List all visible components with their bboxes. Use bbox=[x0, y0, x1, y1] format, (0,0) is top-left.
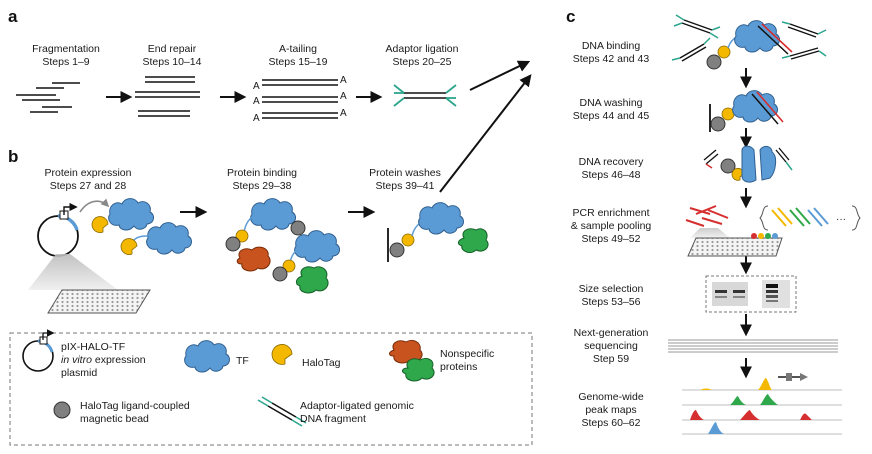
a-tailed-dna: A A A A A A bbox=[253, 75, 347, 124]
tf-protein bbox=[146, 222, 193, 255]
step-dna-washing-title: DNA washing bbox=[579, 97, 642, 109]
fragmented-dna bbox=[16, 82, 80, 113]
nonspecific-protein bbox=[295, 266, 329, 294]
step-protein-binding-title: Protein binding bbox=[227, 167, 297, 179]
magnetic-bead bbox=[290, 220, 306, 236]
step-peak-maps-line3: Steps 60–62 bbox=[582, 417, 641, 429]
step-pcr-line1: PCR enrichment bbox=[572, 207, 649, 219]
panel-label-c: c bbox=[566, 7, 575, 26]
tf-protein bbox=[250, 198, 297, 231]
legend-plasmid-line3: plasmid bbox=[61, 367, 97, 379]
tf-protein bbox=[108, 198, 155, 231]
step-pcr-line2: & sample pooling bbox=[571, 220, 652, 232]
a-overhang: A bbox=[253, 113, 260, 124]
pcr-ellipsis: ··· bbox=[836, 214, 846, 225]
step-fragmentation-title: Fragmentation bbox=[32, 43, 100, 55]
step-dna-recovery-title: DNA recovery bbox=[579, 156, 645, 168]
magnetic-bead bbox=[272, 266, 288, 282]
tf-protein bbox=[294, 230, 341, 263]
step-dna-binding-steps: Steps 42 and 43 bbox=[573, 53, 650, 65]
a-overhang: A bbox=[340, 91, 347, 102]
legend-tf-icon bbox=[184, 340, 231, 373]
legend-plasmid-line1: pIX-HALO-TF bbox=[61, 341, 125, 353]
nonspecific-protein bbox=[457, 228, 489, 253]
tf-protein bbox=[418, 202, 465, 235]
sequencing-reads bbox=[668, 339, 838, 353]
legend-nonspecific-icon-green bbox=[401, 357, 435, 382]
protein-washes-illustration bbox=[387, 202, 489, 262]
nonspecific-protein bbox=[236, 246, 271, 272]
step-dna-recovery-steps: Steps 46–48 bbox=[582, 169, 641, 181]
halotag-protein bbox=[91, 216, 109, 233]
step-protein-expression-title: Protein expression bbox=[45, 167, 132, 179]
step-a-tailing-steps: Steps 15–19 bbox=[269, 56, 328, 68]
step-peak-maps-line1: Genome-wide bbox=[578, 391, 644, 403]
panel-label-b: b bbox=[8, 147, 18, 166]
a-overhang: A bbox=[253, 96, 260, 107]
step-ngs-line1: Next-generation bbox=[574, 327, 649, 339]
legend-halotag-icon bbox=[271, 344, 293, 365]
step-peak-maps-line2: peak maps bbox=[585, 404, 636, 416]
panel-a: Fragmentation Steps 1–9 End repair Steps… bbox=[16, 43, 531, 124]
legend-adaptor-line1: Adaptor-ligated genomic bbox=[300, 400, 414, 412]
a-overhang: A bbox=[340, 108, 347, 119]
step-size-selection-steps: Steps 53–56 bbox=[582, 296, 641, 308]
legend-halotag-label: HaloTag bbox=[302, 357, 341, 369]
step-size-selection-title: Size selection bbox=[579, 283, 644, 295]
step-a-tailing-title: A-tailing bbox=[279, 43, 317, 55]
step-protein-washes-steps: Steps 39–41 bbox=[376, 180, 435, 192]
legend-tf-label: TF bbox=[236, 355, 249, 367]
halotag-protein bbox=[120, 238, 138, 255]
step-pcr-line3: Steps 49–52 bbox=[582, 233, 641, 245]
protein-binding-illustration bbox=[225, 198, 341, 294]
peak-maps bbox=[682, 373, 842, 435]
step-dna-washing-steps: Steps 44 and 45 bbox=[573, 110, 650, 122]
protein-expression-illustration bbox=[28, 198, 193, 314]
legend-adaptor-icon bbox=[257, 396, 307, 427]
legend-box bbox=[9, 332, 533, 446]
arrow-a-to-c bbox=[469, 60, 531, 91]
step-end-repair-steps: Steps 10–14 bbox=[143, 56, 202, 68]
legend-adaptor-line2: DNA fragment bbox=[300, 413, 366, 425]
panel-c: DNA binding Steps 42 and 43 DNA washing … bbox=[571, 14, 861, 435]
legend-plasmid-line2-rest: expression bbox=[92, 354, 146, 366]
step-ngs-line3: Step 59 bbox=[593, 353, 629, 365]
legend-nonspecific-line2: proteins bbox=[440, 361, 477, 373]
a-overhang: A bbox=[340, 75, 347, 86]
legend-nonspecific-line1: Nonspecific bbox=[440, 348, 494, 360]
step-protein-washes-title: Protein washes bbox=[369, 167, 441, 179]
legend-plasmid-icon bbox=[22, 329, 55, 372]
magnetic-bead bbox=[389, 242, 405, 258]
step-end-repair-title: End repair bbox=[148, 43, 197, 55]
dna-washing-illustration bbox=[709, 90, 784, 132]
pcr-illustration: ··· bbox=[685, 205, 861, 257]
arrow-b-to-c bbox=[439, 74, 532, 193]
step-fragmentation-steps: Steps 1–9 bbox=[42, 56, 89, 68]
well-plate bbox=[47, 289, 151, 314]
step-ngs-line2: sequencing bbox=[584, 340, 638, 352]
legend-bead-line2: magnetic bead bbox=[80, 413, 149, 425]
legend-bead-icon bbox=[53, 401, 71, 419]
dna-binding-illustration bbox=[671, 14, 827, 70]
end-repaired-dna bbox=[135, 76, 200, 117]
step-protein-binding-steps: Steps 29–38 bbox=[233, 180, 292, 192]
legend-plasmid-line2: in vitro expression bbox=[61, 354, 146, 366]
magnetic-bead bbox=[225, 236, 241, 252]
panel-b: Protein expression Steps 27 and 28 Prote… bbox=[28, 74, 532, 314]
dna-recovery-illustration bbox=[703, 145, 793, 183]
step-protein-expression-steps: Steps 27 and 28 bbox=[50, 180, 127, 192]
legend-bead-line1: HaloTag ligand-coupled bbox=[80, 400, 190, 412]
panel-label-a: a bbox=[8, 7, 18, 26]
size-selection-gel bbox=[705, 275, 797, 313]
step-adaptor-ligation-steps: Steps 20–25 bbox=[393, 56, 452, 68]
legend-plasmid-line2-italic: in vitro bbox=[61, 354, 92, 366]
step-adaptor-ligation-title: Adaptor ligation bbox=[386, 43, 459, 55]
a-overhang: A bbox=[253, 81, 260, 92]
legend: pIX-HALO-TF in vitro expression plasmid … bbox=[9, 329, 533, 446]
adaptor-ligated-dna bbox=[393, 84, 457, 107]
legend-nonspecific-icon-red bbox=[389, 339, 423, 364]
step-dna-binding-title: DNA binding bbox=[582, 40, 641, 52]
